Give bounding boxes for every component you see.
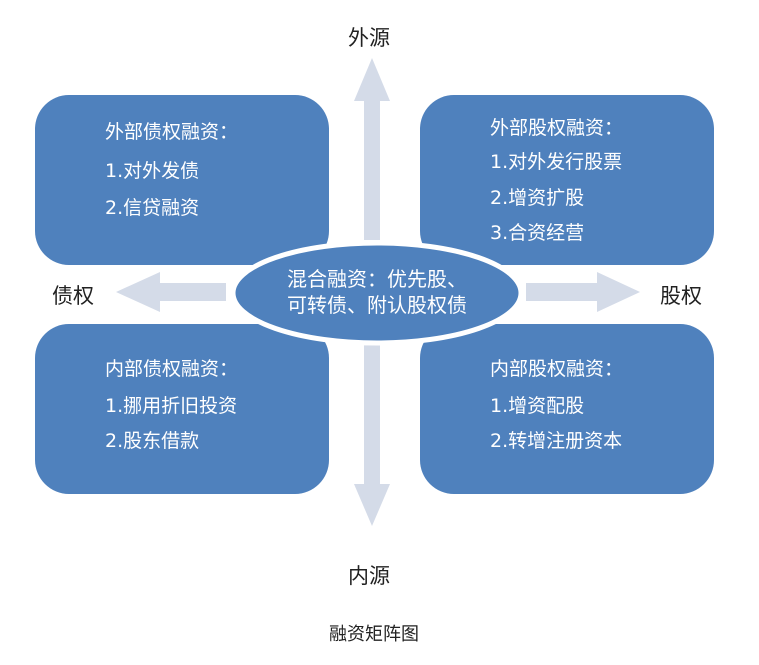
center-line-2: 可转债、附认股权债 (287, 293, 467, 317)
quadrant-external-equity: 外部股权融资： 1.对外发行股票 2.增资扩股 3.合资经营 (420, 95, 714, 265)
quadrant-item: 2.转增注册资本 (490, 430, 623, 452)
quadrant-internal-debt: 内部债权融资： 1.挪用折旧投资 2.股东借款 (35, 324, 329, 494)
quadrant-item: 2.增资扩股 (490, 187, 585, 209)
vertical-axis-arrows (354, 58, 390, 526)
figure-caption: 融资矩阵图 (329, 624, 419, 645)
quadrant-external-debt: 外部债权融资： 1.对外发债 2.信贷融资 (35, 95, 329, 265)
quadrant-title: 内部股权融资： (490, 358, 624, 380)
quadrant-item: 1.挪用折旧投资 (105, 395, 238, 417)
quadrant-item: 3.合资经营 (490, 222, 585, 244)
axis-label-external: 外源 (348, 26, 390, 50)
quadrant-title: 外部债权融资： (105, 121, 239, 143)
quadrant-item: 2.信贷融资 (105, 197, 200, 219)
quadrant-item: 2.股东借款 (105, 430, 200, 452)
quadrant-item: 1.对外发债 (105, 160, 200, 182)
axis-label-debt: 债权 (52, 284, 94, 308)
quadrant-title: 内部债权融资： (105, 358, 239, 380)
quadrant-item: 1.增资配股 (490, 395, 585, 417)
axis-label-equity: 股权 (660, 284, 702, 308)
arrow-left (116, 272, 226, 312)
quadrant-title: 外部股权融资： (490, 117, 624, 139)
arrow-right (526, 272, 640, 312)
horizontal-axis-arrows (116, 272, 640, 312)
center-ellipse (230, 240, 524, 346)
center-line-1: 混合融资：优先股、 (287, 267, 467, 291)
quadrant-internal-equity: 内部股权融资： 1.增资配股 2.转增注册资本 (420, 324, 714, 494)
arrow-down (354, 345, 390, 526)
arrow-up (354, 58, 390, 240)
quadrant-item: 1.对外发行股票 (490, 151, 623, 173)
center-hybrid-financing: 混合融资：优先股、 可转债、附认股权债 (236, 266, 518, 318)
axis-label-internal: 内源 (348, 564, 390, 588)
